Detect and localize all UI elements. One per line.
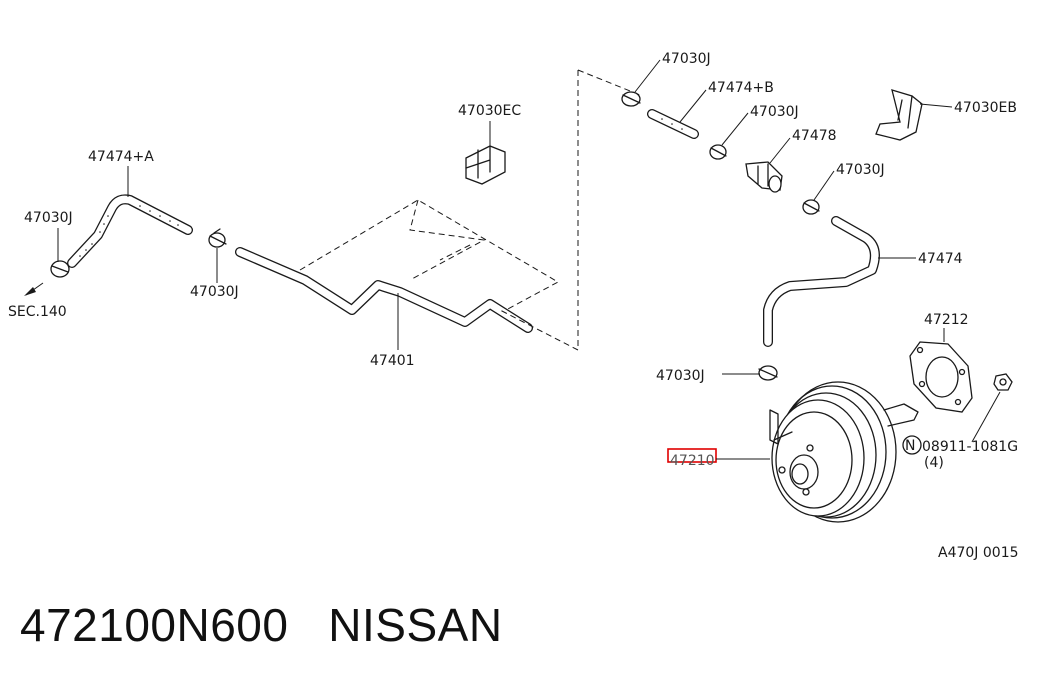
label-47030j-c: 47030J: [836, 162, 885, 178]
label-47030j-d: 47030J: [656, 368, 705, 384]
diagram-code: A470J 0015: [938, 545, 1019, 561]
clamp-47030j-b[interactable]: [709, 144, 727, 160]
label-47030ec: 47030EC: [458, 103, 521, 119]
clamp-47030j-c[interactable]: [802, 199, 820, 215]
label-47030j-b: 47030J: [750, 104, 799, 120]
svg-text:N: N: [905, 438, 915, 454]
clamp-47030j-d[interactable]: [758, 365, 778, 381]
hose-47474a[interactable]: [67, 194, 193, 268]
label-47030j-left: 47030J: [24, 210, 73, 226]
mounting-outline: [299, 199, 560, 311]
group-divider: [499, 69, 641, 351]
arrow-sec140-icon: [24, 282, 44, 296]
label-47474a: 47474+A: [88, 149, 154, 165]
check-valve-47478[interactable]: [745, 161, 783, 193]
label-47030j-mid: 47030J: [190, 284, 239, 300]
gasket-47212[interactable]: [909, 341, 973, 413]
brake-booster-47210[interactable]: [769, 381, 919, 523]
label-47030eb: 47030EB: [954, 100, 1017, 116]
nut-marker-icon: N: [902, 435, 922, 455]
hose-47401[interactable]: [235, 247, 533, 333]
label-47210-highlight[interactable]: 47210: [667, 448, 717, 469]
hose-47474[interactable]: [763, 216, 880, 347]
label-08911: 08911-1081G: [922, 439, 1018, 455]
label-47478: 47478: [792, 128, 837, 144]
highlight-box: [667, 448, 717, 463]
label-nut-qty: (4): [924, 455, 944, 471]
bracket-47030eb[interactable]: [875, 89, 923, 141]
nut-08911[interactable]: [993, 373, 1013, 391]
label-47474: 47474: [918, 251, 963, 267]
part-number-title: 472100N600 NISSAN: [20, 599, 503, 651]
label-47474b: 47474+B: [708, 80, 774, 96]
label-47401: 47401: [370, 353, 415, 369]
hose-47474b[interactable]: [647, 109, 699, 139]
label-47030j-top: 47030J: [662, 51, 711, 67]
hose-dots-47474a: [79, 205, 179, 257]
label-47212: 47212: [924, 312, 969, 328]
clamp-47030j-top[interactable]: [621, 91, 641, 107]
bracket-47030ec[interactable]: [465, 145, 506, 185]
clamp-47030j-left[interactable]: [50, 260, 70, 278]
clamp-47030j-mid[interactable]: [208, 228, 227, 248]
label-47210: 47210: [670, 453, 715, 469]
hose-dots-47474b: [661, 118, 683, 130]
label-sec140[interactable]: SEC.140: [8, 304, 67, 320]
